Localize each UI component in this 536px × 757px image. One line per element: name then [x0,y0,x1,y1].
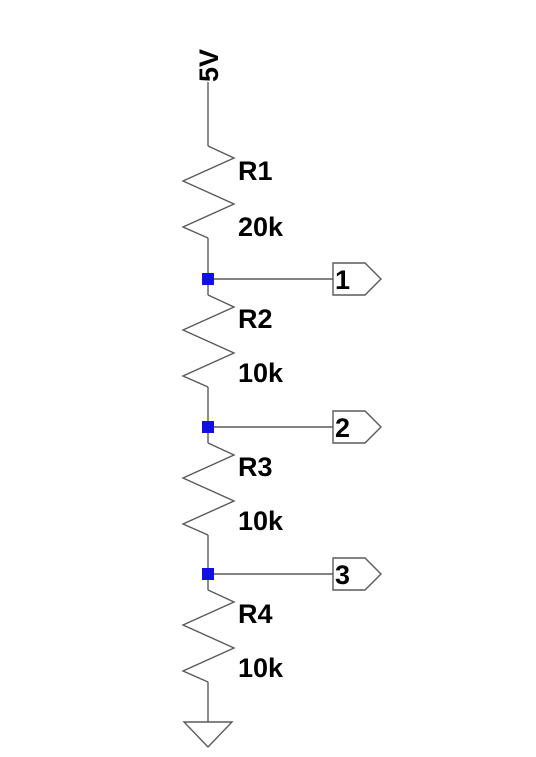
junction-node-2 [202,421,214,433]
resistor-r3-value: 10k [238,506,284,536]
resistor-r3-symbol [181,442,236,536]
junction-node-3 [202,568,214,580]
resistor-r4-value: 10k [238,653,284,683]
resistor-r4-symbol [181,589,236,683]
resistor-r4-name: R4 [238,599,273,629]
port-label-2: 2 [335,413,350,443]
port-flag-2 [332,410,382,444]
port-flag-3 [332,557,382,591]
resistor-r2-value: 10k [238,358,284,388]
port-label-1: 1 [335,265,350,295]
resistor-r2-name: R2 [238,304,273,334]
supply-label: 5V [194,49,224,82]
resistor-r2-symbol [181,294,236,388]
resistor-r1-symbol [181,145,236,239]
resistor-r1-name: R1 [238,156,273,186]
port-flag-1 [332,262,382,296]
resistor-r1-value: 20k [238,212,284,242]
junction-node-1 [202,273,214,285]
port-label-3: 3 [335,560,350,590]
resistor-r3-name: R3 [238,452,273,482]
ground-icon [182,721,234,749]
